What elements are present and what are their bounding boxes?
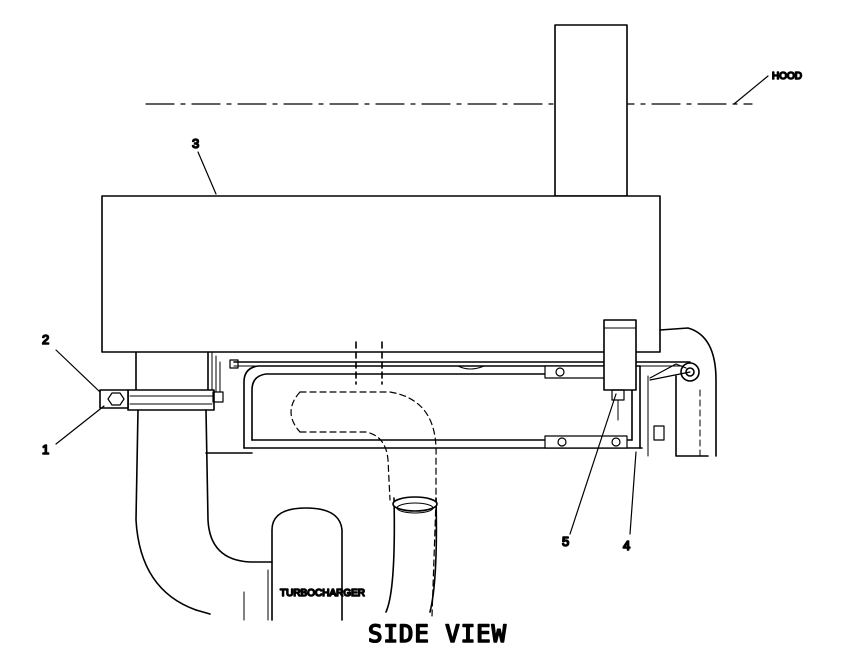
clamp-assembly — [99, 351, 239, 411]
stack-mount-bracket — [603, 319, 637, 421]
hood-label: HOOD — [772, 71, 802, 82]
leader-lines — [55, 75, 769, 535]
muffler-body — [101, 195, 661, 353]
turbocharger-label: TURBOCHARGER — [280, 588, 365, 599]
view-title: SIDE VIEW — [368, 620, 507, 648]
callout-1: 1 — [42, 442, 49, 457]
hidden-pipe-outline — [290, 391, 437, 617]
callout-3: 3 — [192, 136, 199, 151]
hood-pivot-hinge — [647, 327, 717, 457]
exhaust-stack — [554, 24, 628, 197]
callout-5: 5 — [562, 534, 569, 549]
turbocharger-outline — [243, 507, 343, 621]
callout-2: 2 — [42, 332, 49, 347]
exhaust-elbow-pipe — [135, 409, 273, 615]
callout-4: 4 — [623, 538, 630, 553]
outlet-pipe — [385, 496, 438, 613]
mounting-bracket — [243, 365, 643, 449]
muffler-inlet-pipe — [135, 351, 209, 391]
